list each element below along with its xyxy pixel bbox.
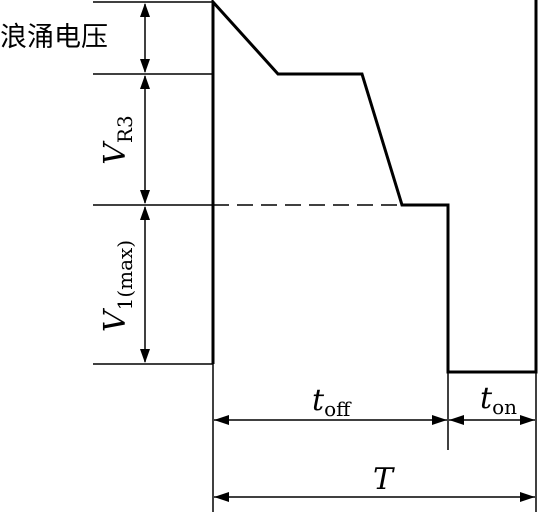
dimension-ton — [449, 415, 535, 425]
label-v1max-main: V — [98, 307, 133, 332]
label-v1max: V1(max) — [98, 240, 137, 332]
label-surge-voltage: 浪涌电压 — [0, 22, 108, 53]
dimension-toff — [214, 415, 447, 425]
label-ton: ton — [480, 381, 517, 419]
label-toff-main: t — [312, 383, 325, 418]
label-vr3: VR3 — [98, 115, 137, 164]
label-vr3-main: V — [98, 140, 133, 165]
label-period: T — [373, 462, 395, 497]
dimension-v1max — [140, 206, 150, 363]
dimension-surge-voltage — [140, 3, 150, 73]
dimension-vr3 — [140, 75, 150, 204]
label-v1max-sub: 1(max) — [113, 240, 137, 311]
label-toff: toff — [312, 383, 352, 421]
dimension-period — [214, 492, 535, 502]
label-toff-sub: off — [324, 397, 352, 421]
label-ton-main: t — [480, 381, 493, 416]
voltage-waveform — [211, 0, 538, 374]
label-vr3-sub: R3 — [113, 115, 137, 143]
label-ton-sub: on — [492, 395, 517, 419]
